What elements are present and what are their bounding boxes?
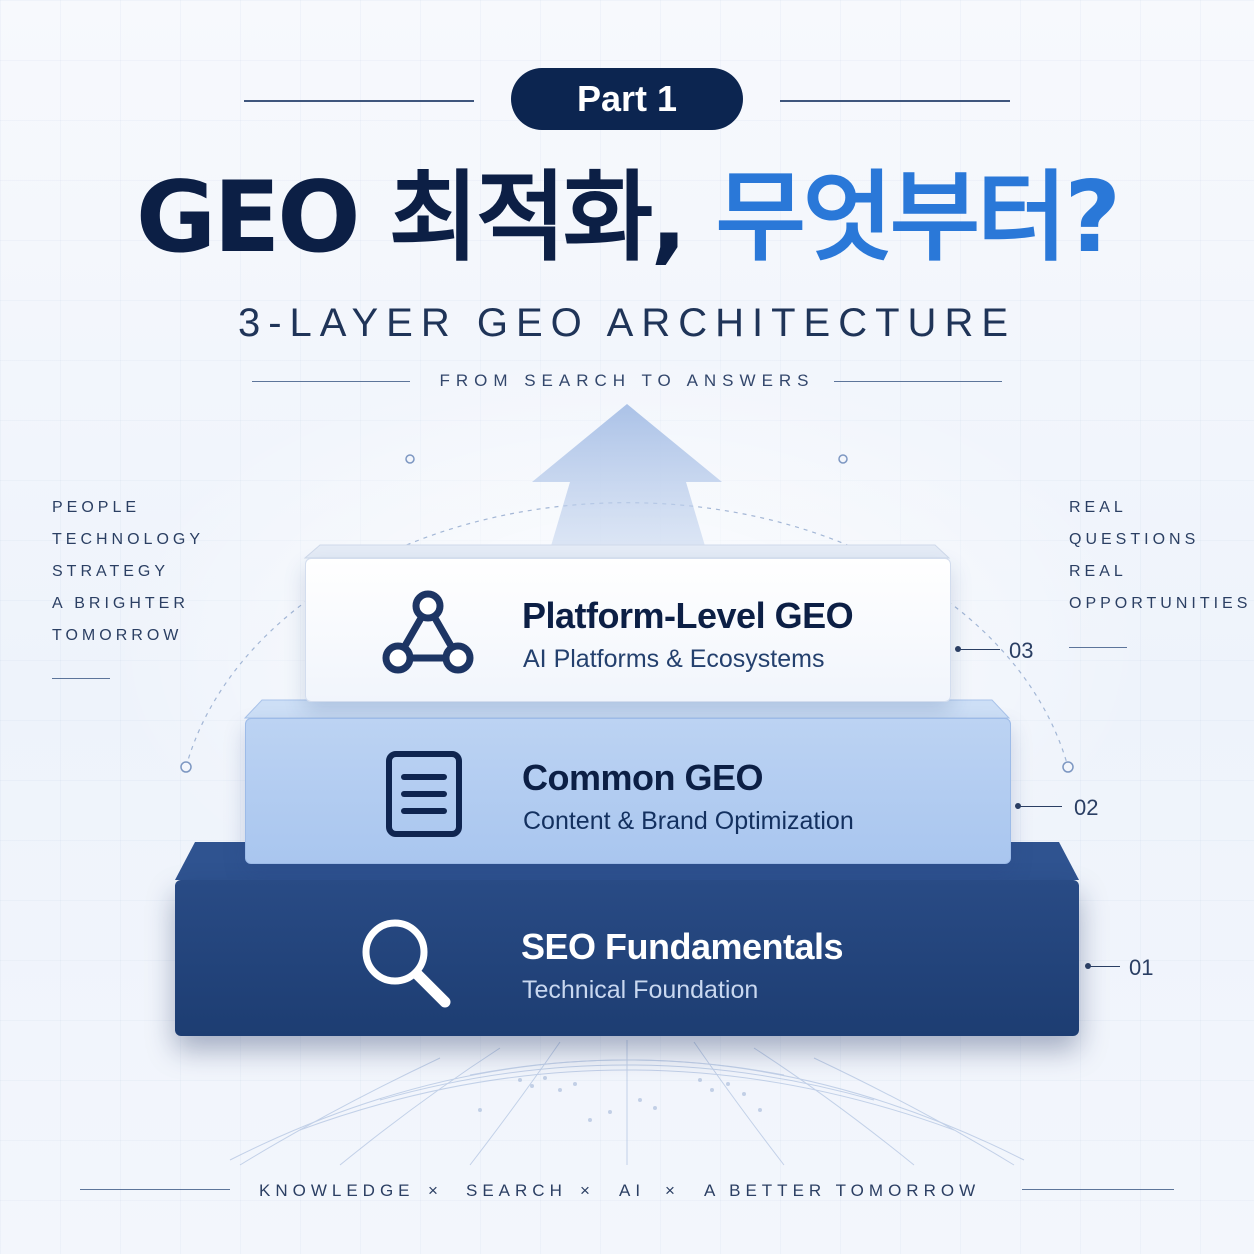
document-icon bbox=[386, 751, 462, 837]
globe-dots bbox=[478, 1076, 762, 1122]
left-word: PEOPLE bbox=[52, 499, 141, 516]
layer-subtitle: AI Platforms & Ecosystems bbox=[523, 645, 825, 673]
up-arrow bbox=[532, 404, 722, 556]
layer-number: 01 bbox=[1129, 955, 1154, 980]
subtitle: 3-LAYER GEO ARCHITECTURE bbox=[237, 301, 1017, 345]
footer-line-left bbox=[80, 1189, 230, 1190]
part-badge: Part 1 bbox=[511, 68, 743, 130]
right-word: QUESTIONS bbox=[1069, 531, 1200, 548]
page-title: GEO 최적화, 무엇부터? bbox=[0, 158, 1254, 278]
tagline-line-left bbox=[252, 381, 410, 382]
tagline-line-right bbox=[834, 381, 1002, 382]
footer-word: A BETTER TOMORROW bbox=[704, 1181, 981, 1200]
footer-line-right bbox=[1022, 1189, 1174, 1190]
footer-word: SEARCH bbox=[466, 1181, 567, 1200]
layer-title: Common GEO bbox=[522, 757, 764, 798]
header-line-left bbox=[244, 100, 474, 102]
layer-number: 03 bbox=[1009, 638, 1034, 663]
footer-separator: × bbox=[665, 1181, 680, 1200]
left-word: A BRIGHTER bbox=[52, 595, 189, 612]
globe bbox=[229, 1040, 1025, 1166]
layer-title: Platform-Level GEO bbox=[522, 595, 854, 636]
layer-platform-level: Platform-Level GEO AI Platforms & Ecosys… bbox=[305, 558, 951, 702]
layer-marker-line bbox=[958, 649, 1000, 650]
left-word-list: PEOPLE TECHNOLOGY STRATEGY A BRIGHTER TO… bbox=[52, 492, 204, 652]
left-word: TOMORROW bbox=[52, 627, 183, 644]
footer-word: KNOWLEDGE bbox=[259, 1181, 415, 1200]
layer-subtitle: Content & Brand Optimization bbox=[523, 807, 854, 835]
layer-title: SEO Fundamentals bbox=[521, 926, 844, 967]
layer-number: 02 bbox=[1074, 795, 1099, 820]
right-list-divider bbox=[1069, 647, 1127, 648]
right-word: REAL bbox=[1069, 499, 1127, 516]
title-accent: 무엇부터? bbox=[715, 161, 1121, 275]
layer-subtitle: Technical Foundation bbox=[522, 976, 759, 1004]
layer-marker-line bbox=[1088, 966, 1120, 967]
footer-word: AI bbox=[619, 1181, 646, 1200]
left-list-divider bbox=[52, 678, 110, 679]
layer-seo: SEO Fundamentals Technical Foundation bbox=[175, 880, 1079, 1036]
title-main: GEO 최적화, bbox=[135, 161, 688, 275]
layer-common: Common GEO Content & Brand Optimization bbox=[245, 718, 1011, 864]
right-word-list: REAL QUESTIONS REAL OPPORTUNITIES bbox=[1069, 492, 1251, 620]
right-word: REAL bbox=[1069, 563, 1127, 580]
left-word: TECHNOLOGY bbox=[52, 531, 205, 548]
footer-separator: × bbox=[428, 1181, 443, 1200]
right-word: OPPORTUNITIES bbox=[1069, 595, 1252, 612]
header-line-right bbox=[780, 100, 1010, 102]
layer-marker-line bbox=[1018, 806, 1062, 807]
network-icon bbox=[382, 590, 474, 674]
left-word: STRATEGY bbox=[52, 563, 170, 580]
tagline: FROM SEARCH TO ANSWERS bbox=[439, 371, 815, 390]
footer-separator: × bbox=[580, 1181, 595, 1200]
search-icon bbox=[362, 919, 451, 1008]
